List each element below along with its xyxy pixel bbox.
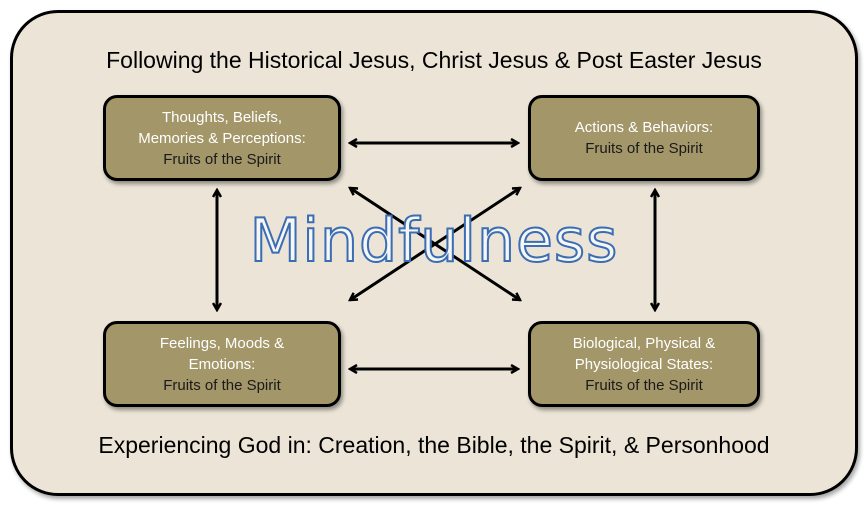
box-subtitle: Fruits of the Spirit — [163, 376, 281, 394]
box-actions: Actions & Behaviors: Fruits of the Spiri… — [528, 95, 760, 181]
box-line: Physiological States: — [574, 355, 714, 373]
box-thoughts: Thoughts, Beliefs, Memories & Perception… — [103, 95, 341, 181]
bottom-title: Experiencing God in: Creation, the Bible… — [98, 432, 770, 458]
top-title: Following the Historical Jesus, Christ J… — [106, 47, 762, 73]
box-line: Thoughts, Beliefs, — [161, 108, 283, 126]
box-subtitle: Fruits of the Spirit — [163, 150, 281, 168]
box-subtitle: Fruits of the Spirit — [585, 140, 703, 157]
arrow-diagonal-2 — [350, 188, 520, 300]
box-line: Biological, Physical & — [572, 334, 716, 352]
box-biological: Biological, Physical & Physiological Sta… — [528, 321, 760, 407]
box-line: Emotions: — [188, 355, 256, 373]
box-feelings: Feelings, Moods & Emotions: Fruits of th… — [103, 321, 341, 407]
box-subtitle: Fruits of the Spirit — [585, 376, 703, 394]
mindfulness-label: Mindfulness — [249, 205, 619, 277]
box-line: Feelings, Moods & — [159, 334, 285, 352]
box-line: Memories & Perceptions: — [138, 129, 306, 147]
box-line: Actions & Behaviors: — [574, 119, 714, 136]
